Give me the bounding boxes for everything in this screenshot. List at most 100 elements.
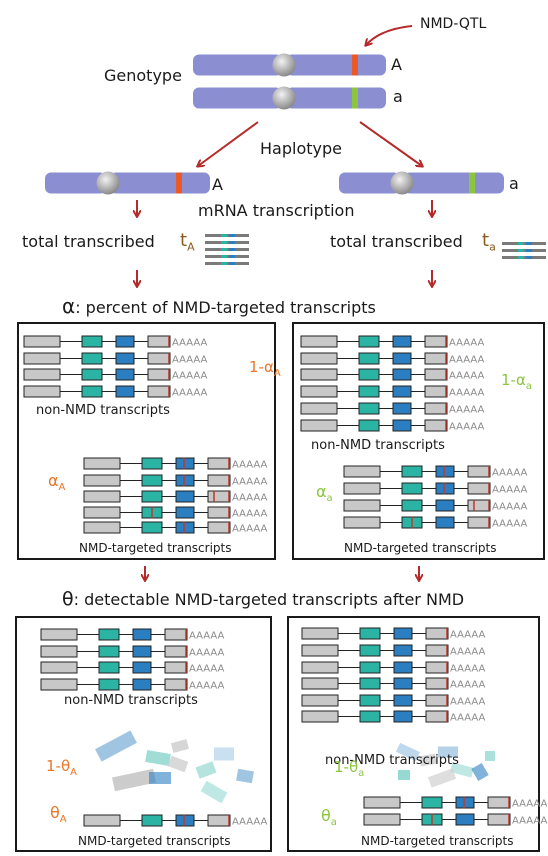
polya-tail: AAAAA	[450, 630, 485, 641]
exon-blue	[115, 335, 135, 348]
exon-gray-5prime	[40, 645, 78, 658]
degraded-fragment	[427, 768, 457, 788]
exon-blue	[392, 352, 412, 365]
exon-blue	[393, 644, 413, 657]
exon-blue	[175, 474, 195, 487]
exon-gray-5prime	[23, 385, 61, 398]
exon-gray-5prime	[300, 385, 338, 398]
qtl-pointer-arrow	[366, 25, 413, 45]
genotype-chromosome-a	[193, 86, 386, 110]
transcript: AAAAA	[83, 506, 267, 520]
transcript: AAAAA	[83, 521, 267, 535]
polya-tail: AAAAA	[492, 485, 527, 496]
transcript: AAAAA	[301, 627, 485, 641]
tl-alpha-text: α	[48, 471, 59, 490]
mrna-stack-a-blue	[526, 256, 532, 259]
polya-tail: AAAAA	[232, 493, 267, 504]
degraded-fragment	[471, 762, 489, 782]
exon-gray-3prime	[467, 516, 491, 529]
degraded-fragment	[167, 755, 189, 773]
haplotype-right-allele: a	[509, 174, 519, 193]
br-one-minus-theta-sub: a	[358, 768, 365, 779]
exon-gray-3prime	[147, 352, 171, 365]
exon-teal	[98, 645, 120, 658]
exon-teal	[359, 627, 381, 640]
polya-tail: AAAAA	[450, 664, 485, 675]
exon-teal	[358, 385, 380, 398]
polya-tail: AAAAA	[492, 468, 527, 479]
exon-blue	[455, 813, 475, 826]
transcript: AAAAA	[301, 644, 485, 658]
polya-tail: AAAAA	[450, 647, 485, 658]
exon-blue	[392, 419, 412, 432]
exon-gray-3prime	[425, 627, 449, 640]
mrna-stack-a-blue	[526, 242, 532, 245]
exon-blue	[115, 352, 135, 365]
polya-tail: AAAAA	[172, 355, 207, 366]
exon-blue	[132, 645, 152, 658]
exon-gray-3prime	[425, 710, 449, 723]
exon-gray-5prime	[40, 628, 78, 641]
mrna-stack-a-teal	[518, 242, 524, 245]
polya-tail: AAAAA	[232, 524, 267, 535]
degraded-fragment	[149, 772, 171, 784]
bl-one-minus-theta-sub: A	[70, 767, 77, 778]
exon-gray-5prime	[300, 335, 338, 348]
degraded-fragment	[170, 739, 190, 753]
exon-teal	[81, 335, 103, 348]
exon-gray-5prime	[363, 813, 401, 826]
exon-teal	[141, 521, 163, 534]
exon-gray-5prime	[300, 368, 338, 381]
exon-blue	[175, 814, 195, 827]
exon-gray-3prime	[424, 335, 448, 348]
alpha-definition: α: percent of NMD-targeted transcripts	[62, 296, 376, 316]
transcript: AAAAA	[23, 352, 207, 366]
transcript: AAAAA	[40, 645, 224, 659]
polya-tail: AAAAA	[189, 681, 224, 692]
degraded-fragment	[214, 747, 234, 761]
exon-gray-5prime	[301, 661, 339, 674]
exon-gray-5prime	[343, 516, 381, 529]
exon-blue	[393, 710, 413, 723]
exon-gray-5prime	[83, 506, 121, 519]
exon-blue	[132, 661, 152, 674]
exon-blue	[392, 385, 412, 398]
exon-gray-3prime	[425, 677, 449, 690]
polya-tail: AAAAA	[172, 371, 207, 382]
theta-symbol: θ	[62, 588, 74, 610]
polya-tail: AAAAA	[232, 460, 267, 471]
exon-gray-3prime	[425, 661, 449, 674]
transcript: AAAAA	[40, 661, 224, 675]
degraded-fragment	[398, 770, 410, 780]
transcription-title: mRNA transcription	[198, 201, 355, 220]
exon-teal	[141, 474, 163, 487]
exon-blue	[175, 506, 195, 519]
exon-blue	[175, 490, 195, 503]
degraded-fragment	[145, 750, 171, 766]
transcript: AAAAA	[343, 499, 527, 513]
exon-blue	[132, 678, 152, 691]
polya-tail: AAAAA	[189, 648, 224, 659]
mrna-stack-a-teal	[518, 256, 524, 259]
exon-gray-3prime	[467, 482, 491, 495]
right-total-transcribed: total transcribed	[330, 232, 463, 251]
transcript: AAAAA	[363, 796, 547, 810]
exon-gray-5prime	[83, 490, 121, 503]
polya-tail: AAAAA	[172, 338, 207, 349]
bl-nmd-label: NMD-targeted transcripts	[78, 834, 231, 848]
tl-alpha: αA	[48, 473, 65, 493]
exon-gray-3prime	[164, 678, 188, 691]
genotype-chromosome-A-qtl-band	[352, 54, 358, 76]
degraded-fragment	[485, 751, 495, 761]
mrna-stack-A-teal	[221, 255, 227, 258]
polya-tail: AAAAA	[232, 509, 267, 520]
exon-gray-5prime	[343, 482, 381, 495]
degraded-fragment	[112, 768, 156, 792]
allele-lower-label: a	[393, 87, 403, 106]
polya-tail: AAAAA	[450, 680, 485, 691]
exon-blue	[393, 661, 413, 674]
exon-teal	[358, 335, 380, 348]
transcript: AAAAA	[301, 677, 485, 691]
